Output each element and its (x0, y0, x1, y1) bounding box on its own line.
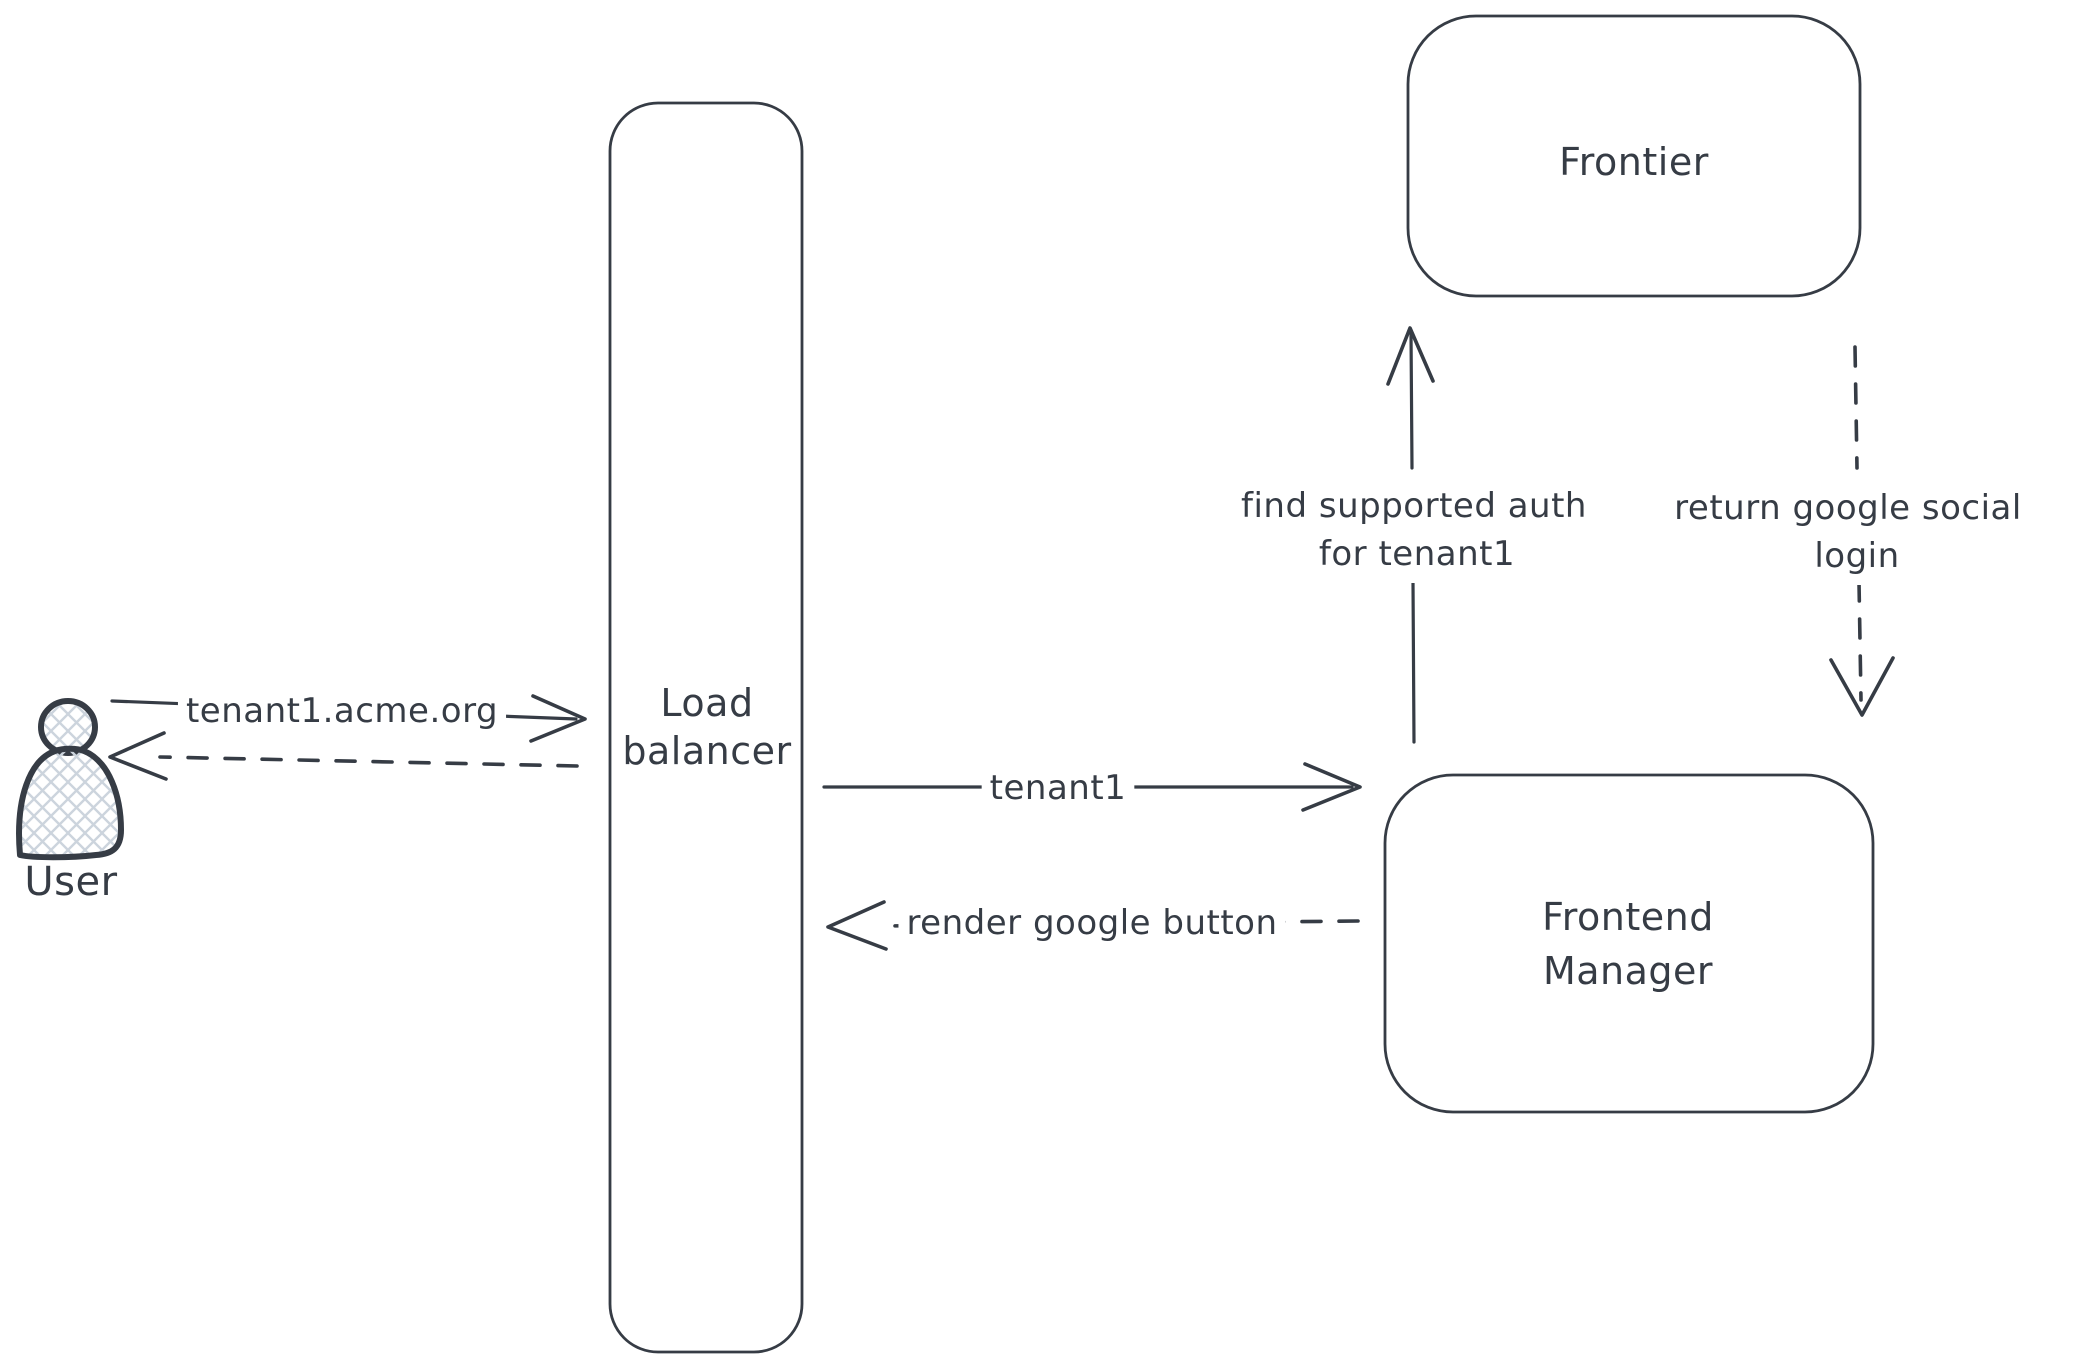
message-label-line1: return google social (1674, 488, 2022, 528)
label-backdrop (1310, 525, 1524, 583)
arrowhead-left-icon (108, 731, 168, 781)
arrowhead-down-icon (1829, 656, 1895, 717)
message-label-line2: for tenant1 (1319, 534, 1515, 574)
frontend-manager-label-line1: Frontend (1542, 895, 1714, 939)
user-label: User (24, 859, 117, 905)
arrowhead-right-icon (529, 694, 587, 743)
label-backdrop (177, 682, 507, 740)
node-load-balancer[interactable]: Load balancer (608, 101, 804, 1354)
user-head-icon (38, 698, 98, 756)
node-frontend-manager[interactable]: Frontend Manager (1383, 773, 1875, 1114)
load-balancer-label-line2: balancer (622, 729, 791, 773)
frontier-label: Frontier (1559, 140, 1709, 184)
node-frontier[interactable]: Frontier (1406, 14, 1862, 298)
arrow-line-lower (1411, 580, 1416, 744)
label-backdrop (898, 894, 1286, 952)
arrowhead-left-icon (826, 900, 888, 951)
load-balancer-label-line1: Load (660, 681, 753, 725)
arrow-line-upper (1409, 330, 1414, 470)
frontend-manager-label-line2: Manager (1543, 949, 1713, 993)
arrow-user-to-load-balancer[interactable]: tenant1.acme.org (110, 682, 587, 743)
arrow-dashed-line (158, 755, 579, 768)
arrow-load-balancer-to-frontend-manager[interactable]: tenant1 (822, 759, 1362, 817)
arrow-frontier-to-frontend-manager[interactable]: return google social login (1666, 345, 2030, 717)
frontend-manager-box (1383, 773, 1875, 1114)
message-label: render google button (906, 903, 1277, 943)
message-label: tenant1 (990, 768, 1127, 808)
label-backdrop (1806, 527, 1908, 585)
arrowhead-right-icon (1301, 762, 1362, 812)
arrow-frontend-manager-to-frontier[interactable]: find supported auth for tenant1 (1233, 326, 1595, 744)
arrow-frontend-manager-to-load-balancer[interactable]: render google button (826, 894, 1360, 952)
message-label-line1: find supported auth (1241, 486, 1587, 526)
arrow-dashed-line-lower (1857, 580, 1863, 702)
label-backdrop (981, 759, 1135, 817)
actor-user[interactable]: User (16, 698, 124, 905)
load-balancer-box (608, 101, 804, 1354)
arrow-load-balancer-to-user[interactable] (108, 731, 579, 781)
user-body-icon (16, 745, 124, 861)
message-label-line2: login (1814, 536, 1899, 576)
frontier-box (1406, 14, 1862, 298)
arrowhead-up-icon (1386, 326, 1435, 386)
arrow-dashed-line-upper (1853, 345, 1859, 470)
message-label: tenant1.acme.org (186, 691, 498, 731)
